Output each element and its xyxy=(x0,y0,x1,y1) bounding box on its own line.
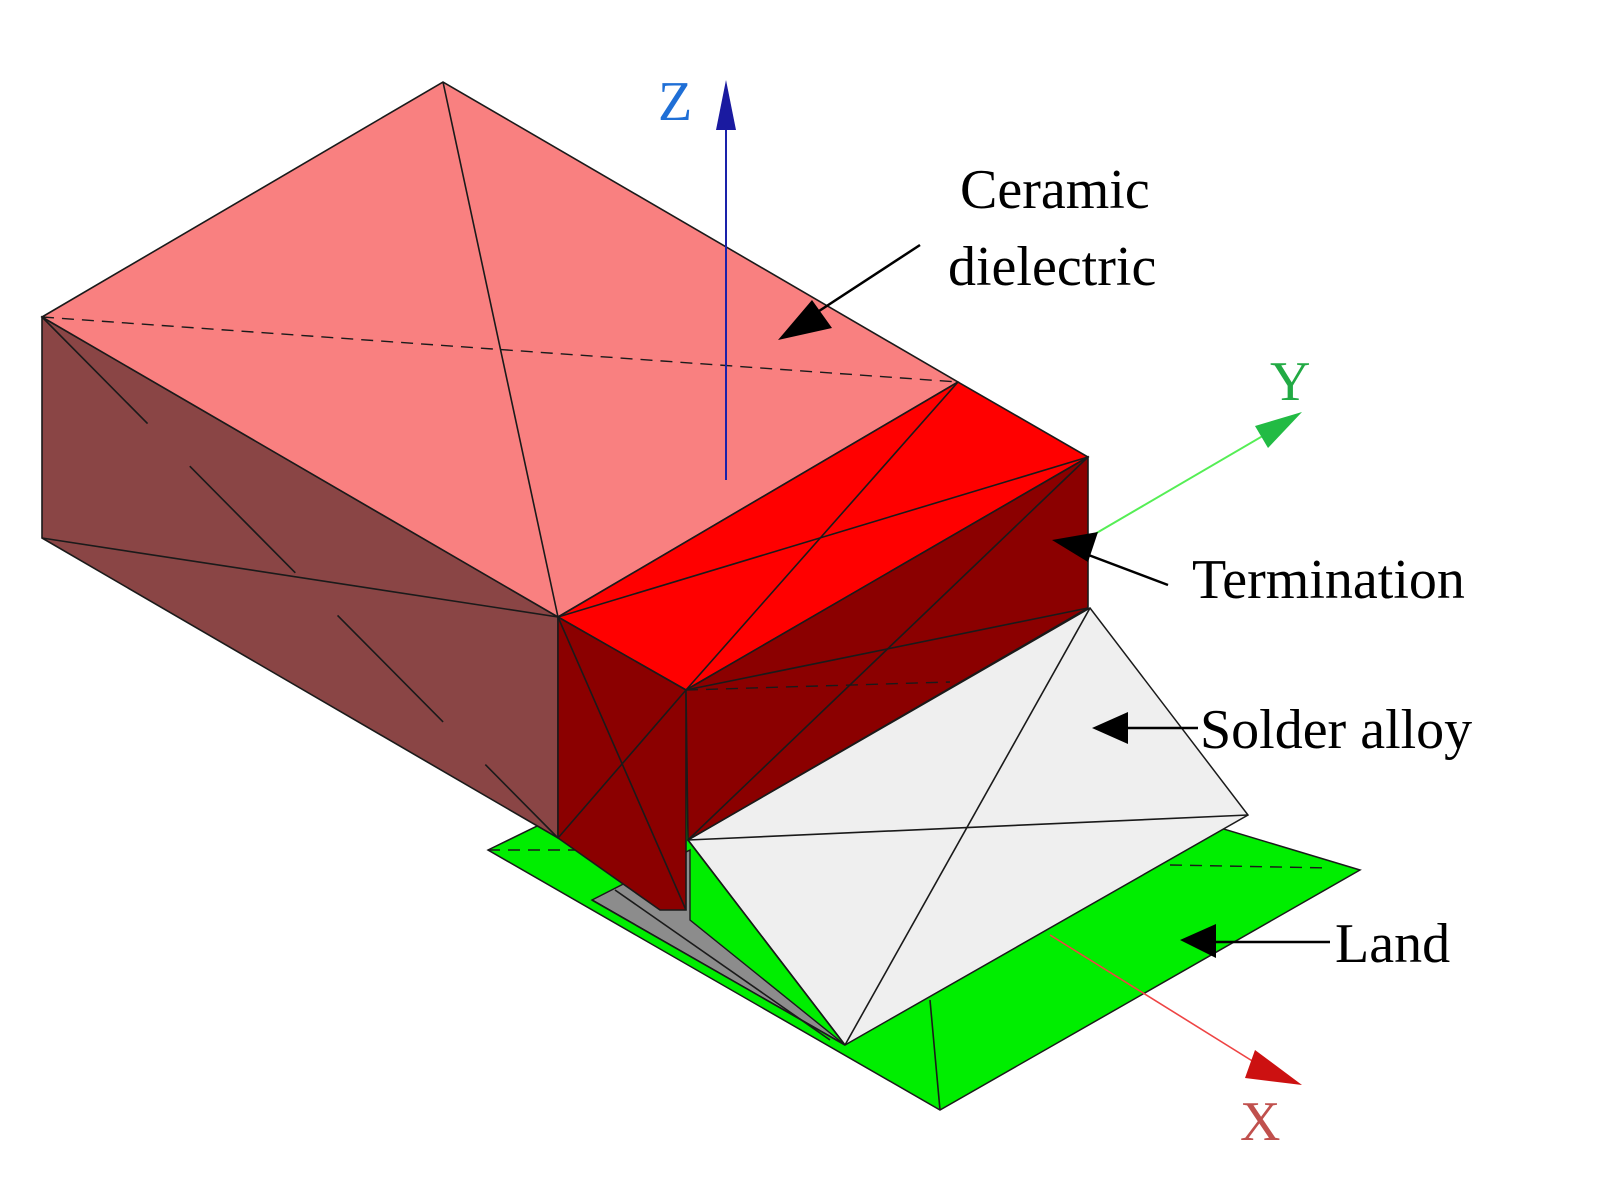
x-axis xyxy=(1049,934,1302,1085)
label-land: Land xyxy=(1335,913,1450,975)
label-ceramic-line2: dielectric xyxy=(948,236,1156,298)
z-axis-label: Z xyxy=(658,71,692,133)
z-axis-arrowhead-icon xyxy=(716,80,736,130)
y-axis-arrowhead-icon xyxy=(1255,412,1302,448)
z-axis xyxy=(716,80,736,480)
land-arrow-icon xyxy=(1180,924,1216,958)
label-ceramic-line1: Ceramic xyxy=(960,159,1150,221)
solder-arrow-icon xyxy=(1092,712,1128,744)
label-solder-alloy: Solder alloy xyxy=(1200,699,1472,761)
y-axis-label: Y xyxy=(1270,351,1310,413)
termination xyxy=(556,381,1090,911)
termination-arrow-icon xyxy=(1052,532,1098,562)
ceramic-arrow-icon xyxy=(778,300,832,340)
x-axis-arrowhead-icon xyxy=(1245,1050,1302,1085)
label-termination: Termination xyxy=(1192,549,1465,611)
callout-arrows xyxy=(778,243,1330,958)
y-axis xyxy=(1087,412,1302,539)
x-axis-label: X xyxy=(1240,1091,1280,1153)
